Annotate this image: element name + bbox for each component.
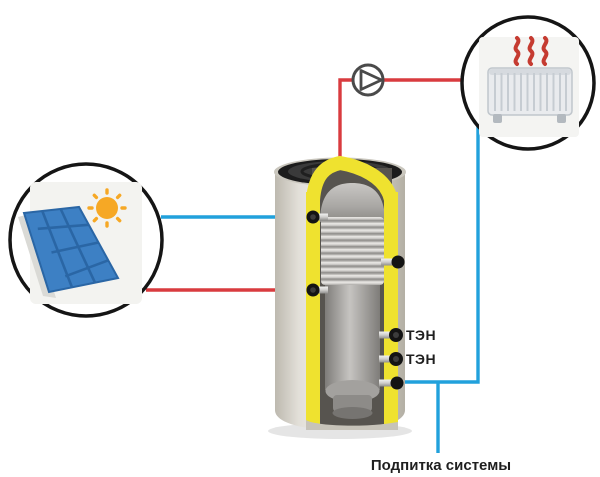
ten-label-2: ТЭН bbox=[406, 351, 436, 367]
solar-return-stub bbox=[316, 286, 328, 294]
heater-port-2-cap bbox=[393, 356, 399, 362]
buffer-tank bbox=[268, 155, 412, 439]
solar-return-port-cap bbox=[310, 287, 316, 293]
insulation-top-arch bbox=[306, 155, 398, 203]
radiator-top-edge bbox=[489, 69, 571, 75]
heater-port-1-cap bbox=[393, 332, 399, 338]
tank-coil-heat-exchanger bbox=[321, 217, 384, 285]
tank-inner-pedestal-base bbox=[332, 407, 373, 419]
solar-collector-bubble bbox=[8, 162, 164, 318]
tank-inner-dome bbox=[320, 183, 385, 222]
system-makeup-label: Подпитка системы bbox=[371, 457, 511, 474]
pump-impeller-triangle bbox=[359, 69, 383, 91]
solar-panel-grid bbox=[37, 208, 109, 288]
sun-icon bbox=[87, 188, 127, 228]
radiator-icon bbox=[487, 67, 573, 123]
heater-port-stub-1 bbox=[379, 331, 394, 339]
tank-bottom-rim bbox=[306, 420, 398, 430]
radiator-bubble bbox=[460, 15, 596, 151]
makeup-port-stub bbox=[379, 379, 394, 387]
insulation-right-edge bbox=[384, 192, 398, 426]
ten-label-1: ТЭН bbox=[406, 327, 436, 343]
insulation-left-edge bbox=[306, 192, 320, 426]
tank-inner-pedestal bbox=[333, 395, 372, 412]
sensor-port-stub bbox=[381, 258, 395, 266]
makeup-port bbox=[390, 376, 404, 390]
tank-inner-body bbox=[325, 285, 380, 390]
heat-waves-icon bbox=[513, 36, 549, 66]
radiator-fins bbox=[494, 73, 567, 111]
radiator-foot-left bbox=[493, 114, 502, 123]
solar-flow-stub bbox=[316, 213, 328, 221]
heater-port-stub-2 bbox=[379, 355, 394, 363]
solar-flow-port-cap bbox=[310, 214, 316, 220]
pump-icon bbox=[351, 63, 385, 97]
sensor-port bbox=[391, 255, 405, 269]
hot-pipe-tank-to-radiator bbox=[338, 78, 489, 163]
radiator-foot-right bbox=[557, 114, 566, 123]
